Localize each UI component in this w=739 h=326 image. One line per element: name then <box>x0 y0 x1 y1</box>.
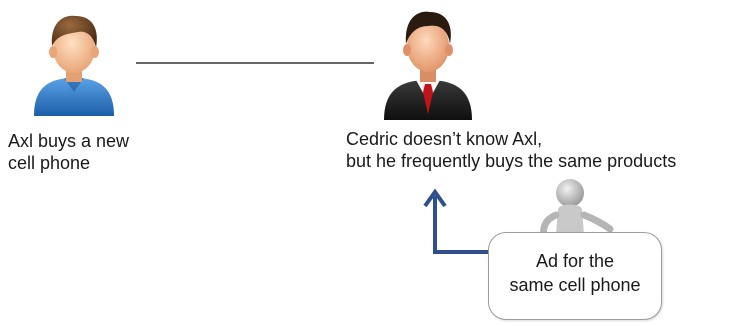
ad-sign: Ad for the same cell phone <box>488 232 662 320</box>
cedric-caption: Cedric doesn’t know Axl, but he frequent… <box>346 128 676 172</box>
axl-caption: Axl buys a new cell phone <box>8 130 129 174</box>
connector-line <box>136 62 374 64</box>
up-arrow-icon <box>423 188 504 254</box>
axl-caption-line1: Axl buys a new <box>8 131 130 151</box>
ad-text: Ad for the same cell phone <box>489 233 661 297</box>
cedric-caption-line1: Cedric doesn’t know Axl, <box>346 129 543 149</box>
ad-text-line2: same cell phone <box>509 275 641 295</box>
cedric-person-icon <box>384 11 472 120</box>
axl-caption-line2: cell phone <box>8 153 91 173</box>
ad-text-line1: Ad for the <box>535 251 615 271</box>
axl-person-icon <box>34 15 114 116</box>
cedric-caption-line2: but he frequently buys the same products <box>346 151 677 171</box>
